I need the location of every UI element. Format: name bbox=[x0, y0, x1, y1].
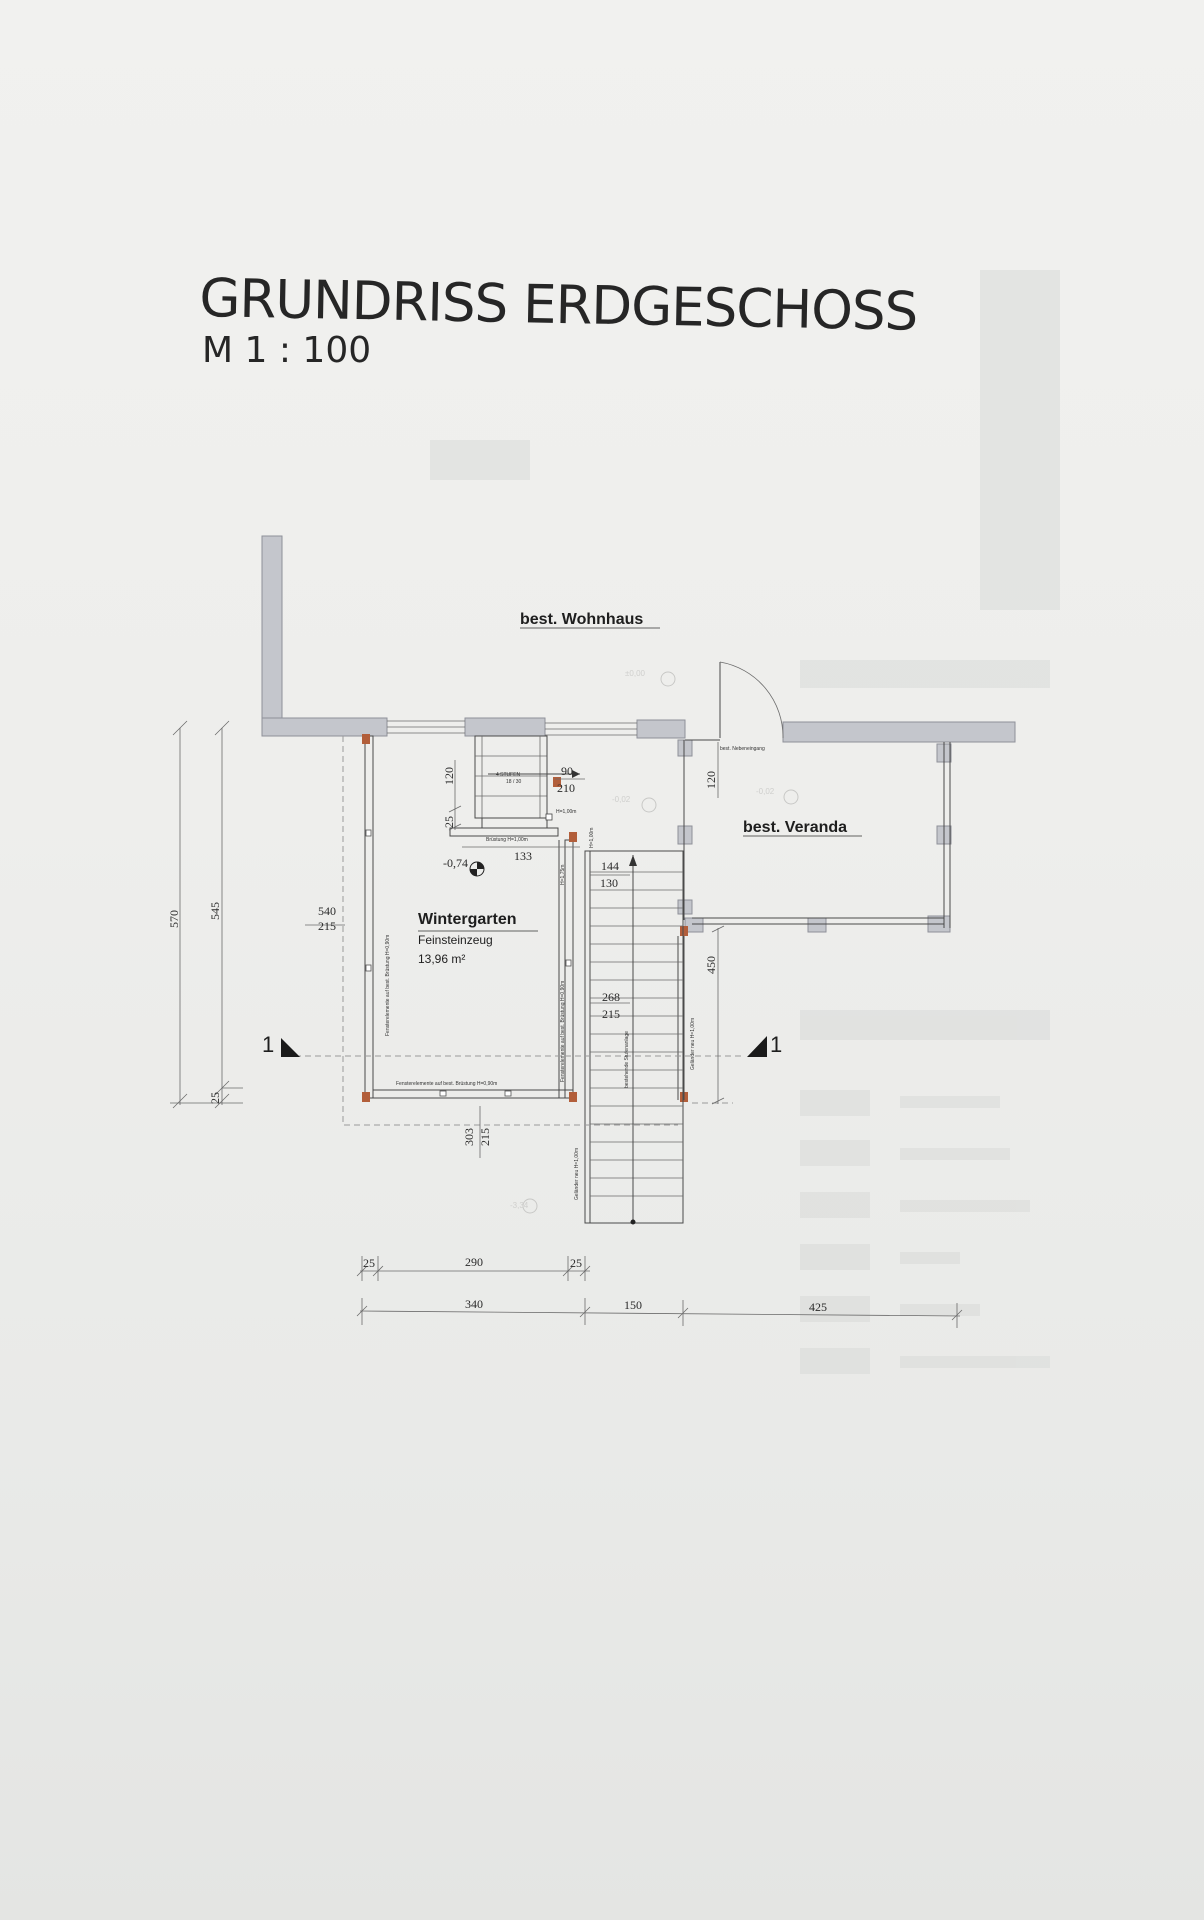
level-faint-3: -0,02 bbox=[756, 787, 775, 796]
interior-stair bbox=[449, 735, 580, 837]
dim-540-h: 215 bbox=[318, 919, 336, 933]
show-through-ghost bbox=[430, 270, 1060, 1374]
dim-120-stair: 120 bbox=[442, 767, 456, 785]
dim-450: 450 bbox=[704, 956, 718, 974]
note-fenster-left: Fensterelemente auf best. Brüstung H=0,9… bbox=[385, 935, 391, 1036]
exterior-stair bbox=[584, 850, 684, 1225]
dim-144: 144 bbox=[601, 859, 619, 873]
room-label-wintergarten: Wintergarten bbox=[418, 911, 517, 928]
note-h100-a: H=1,00m bbox=[556, 809, 576, 815]
section-marker-left bbox=[281, 1038, 300, 1057]
dim-25-left: 25 bbox=[208, 1092, 222, 1104]
dim-540: 540 bbox=[318, 904, 336, 918]
dimension-lines-bottom bbox=[356, 1256, 963, 1328]
note-fenster-bottom: Fensterelemente auf best. Brüstung H=0,9… bbox=[396, 1081, 497, 1087]
dimension-lines-left bbox=[170, 720, 345, 1109]
note-gelaender-right: Geländer neu H=1,00m bbox=[690, 1018, 696, 1070]
dim-25-stair: 25 bbox=[442, 816, 456, 828]
section-label-right: 1 bbox=[770, 1032, 782, 1057]
side-entrance-label: best. Nebeneingang bbox=[720, 746, 765, 752]
dim-133: 133 bbox=[514, 849, 532, 863]
existing-walls bbox=[261, 535, 1016, 933]
dim-215: 215 bbox=[478, 1128, 492, 1146]
note-fenster-right: Fensterelemente auf best. Brüstung H=0,9… bbox=[560, 981, 566, 1082]
dim-268-h: 215 bbox=[602, 1007, 620, 1021]
dim-130: 130 bbox=[600, 876, 618, 890]
wintergarten-frame bbox=[362, 734, 688, 1102]
level-markers bbox=[469, 671, 799, 1214]
dim-120-door: 120 bbox=[704, 771, 718, 789]
dim-425: 425 bbox=[809, 1300, 827, 1314]
room-floor-material: Feinsteinzeug bbox=[418, 933, 493, 947]
dim-290: 290 bbox=[465, 1255, 483, 1269]
dim-268: 268 bbox=[602, 990, 620, 1004]
dim-210: 210 bbox=[557, 781, 575, 795]
note-h100-b: H=1,00m bbox=[589, 828, 595, 848]
room-label-wohnhaus: best. Wohnhaus bbox=[520, 611, 643, 628]
stair-steps-label: 4 STUFEN bbox=[496, 772, 521, 778]
dim-150: 150 bbox=[624, 1298, 642, 1312]
wall-windows bbox=[387, 720, 637, 736]
side-door bbox=[685, 661, 784, 741]
dashed-guides bbox=[295, 736, 745, 1126]
dim-25-bottom-right: 25 bbox=[570, 1256, 582, 1270]
note-bruestung: Brüstung H=1,00m bbox=[486, 837, 528, 843]
section-marker-right bbox=[747, 1036, 767, 1057]
level-faint-1: ±0,00 bbox=[625, 669, 646, 678]
section-label-left: 1 bbox=[262, 1032, 274, 1057]
note-h175: H=1,75m bbox=[560, 865, 566, 885]
stair-size-label: 18 / 30 bbox=[506, 779, 522, 785]
dim-90: 90 bbox=[561, 764, 573, 778]
veranda-frame bbox=[683, 740, 951, 928]
level-main: -0,74 bbox=[443, 856, 468, 870]
dim-545: 545 bbox=[208, 902, 222, 920]
dim-303: 303 bbox=[462, 1128, 476, 1146]
note-gelaender-bottom: Geländer neu H=1,00m bbox=[574, 1148, 580, 1200]
dimension-lines-stair bbox=[448, 742, 725, 1158]
room-label-veranda: best. Veranda bbox=[743, 819, 847, 836]
dim-570: 570 bbox=[167, 910, 181, 928]
plan-scale: M 1 : 100 bbox=[202, 330, 372, 371]
room-area: 13,96 m² bbox=[418, 952, 465, 966]
level-faint-2: -0,02 bbox=[612, 795, 631, 804]
existing-stair-label: bestehende Stufenanlage bbox=[624, 1031, 630, 1088]
level-faint-4: -3,34 bbox=[510, 1201, 529, 1210]
dim-340: 340 bbox=[465, 1297, 483, 1311]
dim-25-bottom-left: 25 bbox=[363, 1256, 375, 1270]
